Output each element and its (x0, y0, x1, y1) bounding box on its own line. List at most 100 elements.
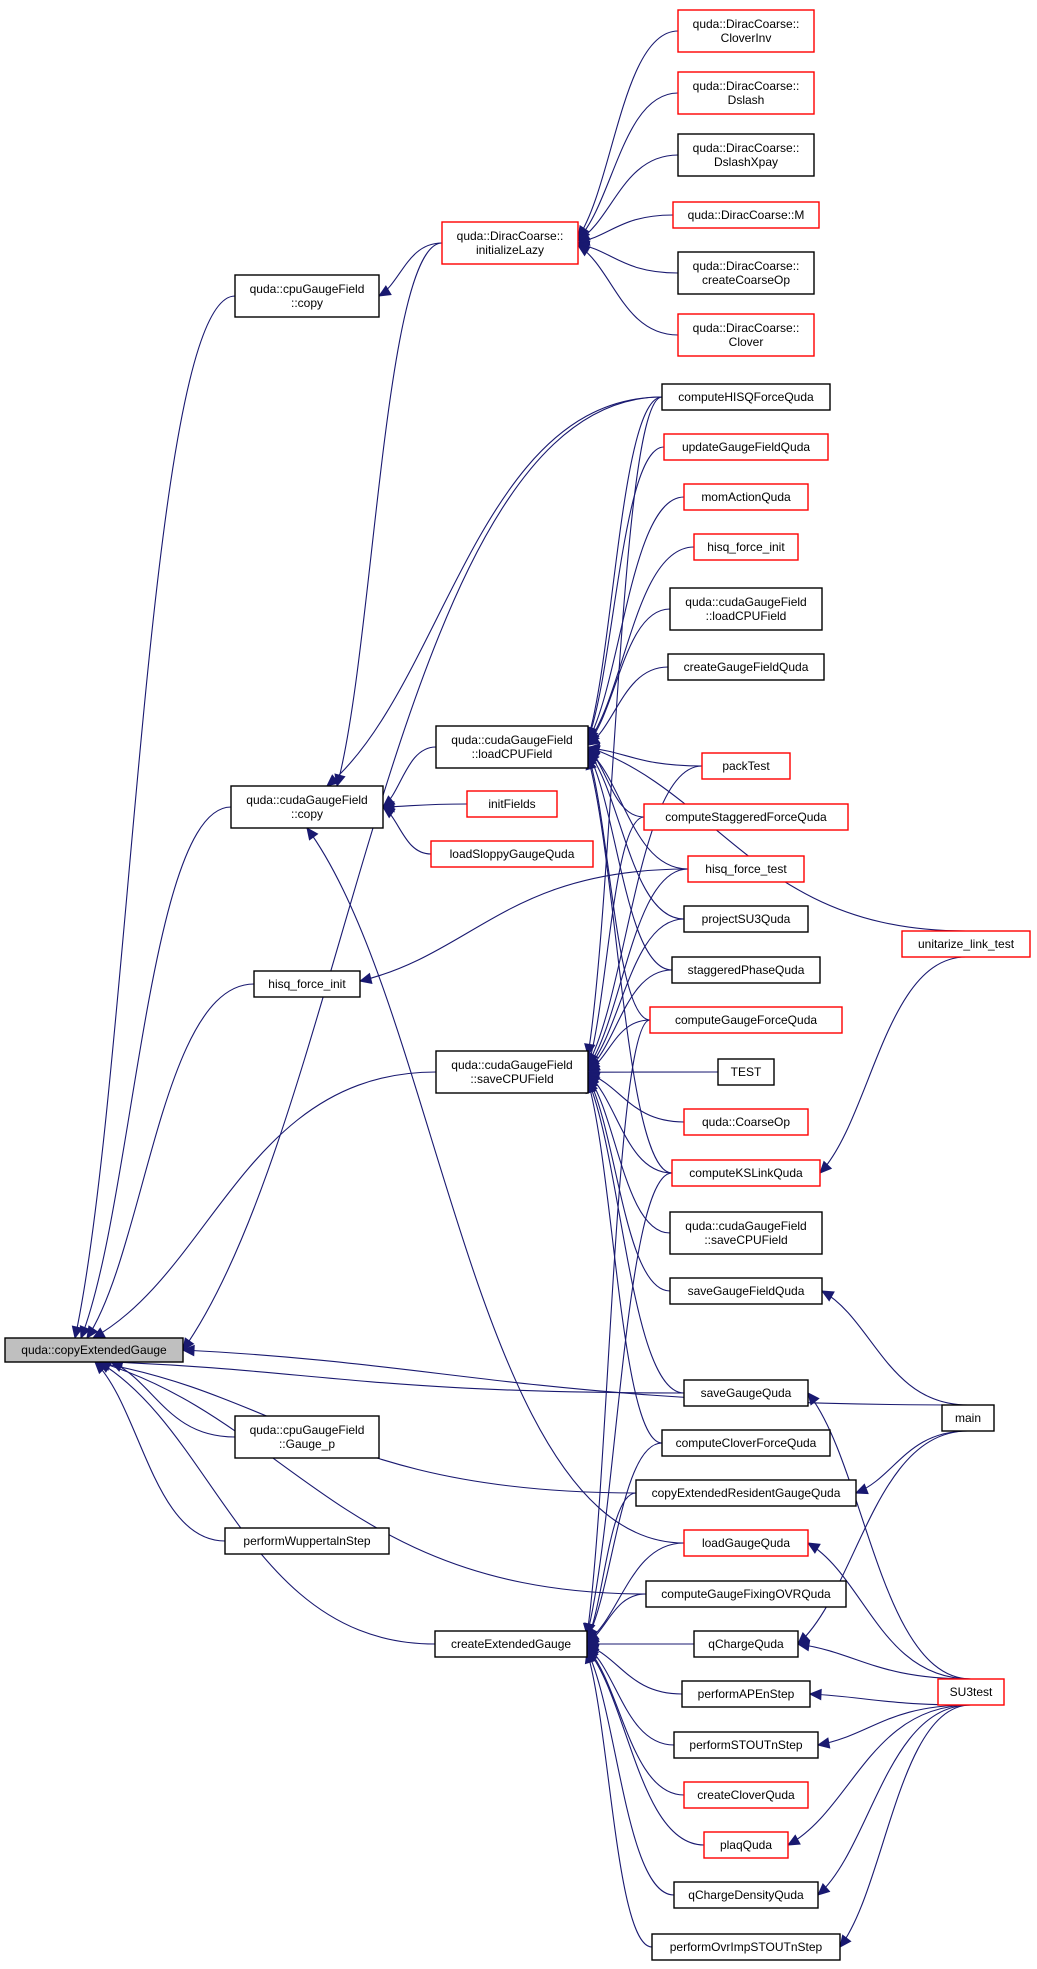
call-edge (586, 1066, 719, 1078)
node-update-gauge[interactable]: updateGaugeFieldQuda (663, 433, 829, 461)
node-clover-force[interactable]: computeCloverForceQuda (661, 1429, 831, 1457)
call-edge (358, 868, 689, 985)
node-cpu-gauge-p[interactable]: quda::cpuGaugeField::Gauge_p (234, 1415, 380, 1459)
arrowhead (587, 733, 601, 746)
node-gauge-force[interactable]: computeGaugeForceQuda (649, 1006, 843, 1034)
node-label: qChargeQuda (708, 1637, 784, 1651)
node-label: main (955, 1411, 981, 1425)
node-create-coarse-op[interactable]: quda::DiracCoarse::createCoarseOp (677, 251, 815, 295)
call-edge (586, 743, 703, 767)
node-staggered-phase[interactable]: staggeredPhaseQuda (671, 956, 821, 984)
node-root[interactable]: quda::copyExtendedGauge (4, 1337, 184, 1363)
node-label: hisq_force_test (705, 862, 787, 876)
node-dslash[interactable]: quda::DiracCoarse::Dslash (677, 71, 815, 115)
node-box (672, 201, 820, 229)
node-label: quda::DiracCoarse:: (693, 79, 800, 93)
node-label: quda::copyExtendedGauge (21, 1343, 167, 1357)
arrowhead (79, 1325, 91, 1340)
node-box (441, 221, 579, 265)
call-edge (587, 666, 669, 746)
node-create-gauge-field[interactable]: createGaugeFieldQuda (667, 653, 825, 681)
node-box (703, 1831, 789, 1859)
node-pack-test[interactable]: packTest (701, 752, 791, 780)
node-init-fields[interactable]: initFields (466, 790, 558, 818)
node-test[interactable]: TEST (717, 1058, 775, 1086)
node-label: ::copy (291, 296, 323, 310)
node-label: loadSloppyGaugeQuda (450, 847, 575, 861)
node-create-ext[interactable]: createExtendedGauge (434, 1630, 588, 1658)
node-save-gauge[interactable]: saveGaugeQuda (683, 1379, 809, 1407)
node-clover-inv[interactable]: quda::DiracCoarse::CloverInv (677, 9, 815, 53)
node-box (677, 133, 815, 177)
node-label: Clover (729, 335, 764, 349)
arrowhead (182, 1337, 195, 1351)
node-cuda-copy[interactable]: quda::cudaGaugeField::copy (230, 785, 384, 829)
node-coarse-op[interactable]: quda::CoarseOp (683, 1108, 809, 1136)
node-hisq-init-right[interactable]: hisq_force_init (693, 533, 799, 561)
node-save-cpu-mid[interactable]: quda::cudaGaugeField::saveCPUField (435, 1050, 589, 1094)
node-label: performSTOUTnStep (689, 1738, 802, 1752)
node-hisq-force-test[interactable]: hisq_force_test (687, 855, 805, 883)
node-qcharge-density[interactable]: qChargeDensityQuda (673, 1881, 819, 1909)
node-ape[interactable]: performAPEnStep (681, 1680, 811, 1708)
node-plaq[interactable]: plaqQuda (703, 1831, 789, 1859)
node-label: projectSU3Quda (702, 912, 791, 926)
node-box (683, 1379, 809, 1407)
node-staggered-force[interactable]: computeStaggeredForceQuda (643, 803, 849, 831)
call-edge (306, 827, 685, 1544)
node-main[interactable]: main (941, 1404, 995, 1432)
node-mom-action[interactable]: momActionQuda (683, 483, 809, 511)
node-dslash-xpay[interactable]: quda::DiracCoarse::DslashXpay (677, 133, 815, 177)
node-dirac-m[interactable]: quda::DiracCoarse::M (672, 201, 820, 229)
node-su3test[interactable]: SU3test (937, 1678, 1005, 1706)
call-edge (326, 396, 663, 787)
node-label: initFields (488, 797, 535, 811)
node-save-gauge-field[interactable]: saveGaugeFieldQuda (669, 1277, 823, 1305)
node-box (673, 1731, 819, 1759)
node-stout[interactable]: performSTOUTnStep (673, 1731, 819, 1759)
node-box (643, 803, 849, 831)
node-box (645, 1580, 847, 1608)
node-label: updateGaugeFieldQuda (682, 440, 810, 454)
node-clover[interactable]: quda::DiracCoarse::Clover (677, 313, 815, 357)
node-label: quda::DiracCoarse:: (693, 259, 800, 273)
node-label: quda::cudaGaugeField (246, 793, 367, 807)
call-edge (817, 1704, 972, 1896)
call-edge (109, 1356, 685, 1394)
arrowhead (820, 1290, 835, 1302)
node-box (4, 1337, 184, 1363)
node-box (434, 1630, 588, 1658)
node-box (683, 483, 809, 511)
node-save-cpu-right[interactable]: quda::cudaGaugeField::saveCPUField (669, 1211, 823, 1255)
node-box (687, 855, 805, 883)
call-edge (381, 800, 468, 813)
node-box (901, 930, 1031, 958)
node-box (253, 970, 361, 998)
node-create-clover[interactable]: createCloverQuda (683, 1781, 809, 1809)
node-unitarize[interactable]: unitarize_link_test (901, 930, 1031, 958)
node-hisq-init-left[interactable]: hisq_force_init (253, 970, 361, 998)
node-ovr-imp-stout[interactable]: performOvrImpSTOUTnStep (651, 1933, 841, 1961)
node-copy-ext-resident[interactable]: copyExtendedResidentGaugeQuda (635, 1479, 857, 1507)
node-label: quda::cpuGaugeField (250, 282, 365, 296)
node-ks-link[interactable]: computeKSLinkQuda (671, 1159, 821, 1187)
node-load-sloppy[interactable]: loadSloppyGaugeQuda (430, 840, 594, 868)
node-wuppertal[interactable]: performWuppertalnStep (224, 1527, 390, 1555)
call-edge (797, 1430, 969, 1645)
node-qcharge[interactable]: qChargeQuda (693, 1630, 799, 1658)
node-label: unitarize_link_test (918, 937, 1015, 951)
node-init-lazy[interactable]: quda::DiracCoarse::initializeLazy (441, 221, 579, 265)
node-gauge-fixing[interactable]: computeGaugeFixingOVRQuda (645, 1580, 847, 1608)
node-load-cpu-mid[interactable]: quda::cudaGaugeField::loadCPUField (435, 725, 589, 769)
node-project-su3[interactable]: projectSU3Quda (683, 905, 809, 933)
arrowhead (86, 1325, 99, 1340)
node-load-cpu-right[interactable]: quda::cudaGaugeField::loadCPUField (669, 587, 823, 631)
node-load-gauge[interactable]: loadGaugeQuda (683, 1529, 809, 1557)
call-edge (576, 244, 679, 336)
node-cpu-copy[interactable]: quda::cpuGaugeField::copy (234, 274, 380, 318)
node-hisq-force-quda[interactable]: computeHISQForceQuda (661, 383, 831, 411)
node-label: qChargeDensityQuda (688, 1888, 804, 1902)
call-edge (586, 1071, 685, 1123)
node-label: quda::cudaGaugeField (685, 595, 806, 609)
node-label: computeStaggeredForceQuda (665, 810, 827, 824)
